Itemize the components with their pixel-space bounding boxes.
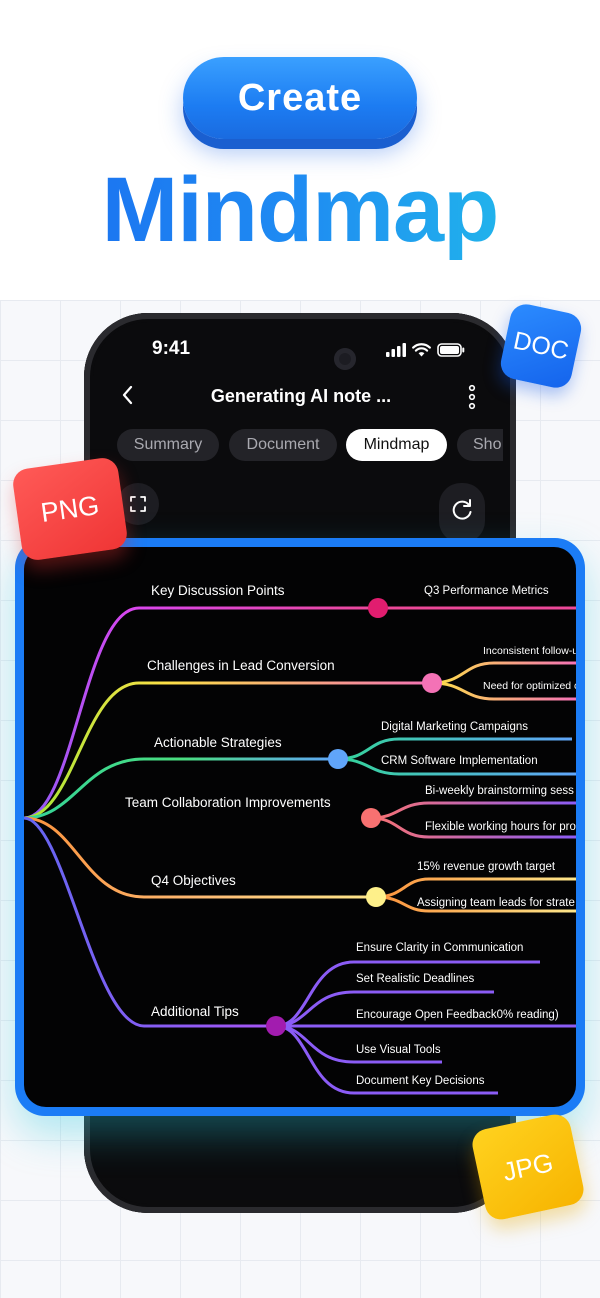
mindmap-canvas[interactable]: Key Discussion Points Challenges in Lead… <box>24 547 576 1107</box>
mindmap-branch-label: Key Discussion Points <box>151 583 285 598</box>
tab-bar: Summary Document Mindmap Sho <box>117 429 503 463</box>
mindmap-leaf-label: Document Key Decisions <box>356 1075 485 1087</box>
tab-document[interactable]: Document <box>229 429 337 461</box>
mindmap-branch-label: Additional Tips <box>151 1004 239 1019</box>
wifi-icon <box>412 343 431 357</box>
tab-summary[interactable]: Summary <box>117 429 219 461</box>
mindmap-lines <box>24 598 576 1095</box>
mindmap-leaf-label: Inconsistent follow-u <box>483 645 576 657</box>
refresh-icon <box>452 499 472 520</box>
mindmap-branch-label: Challenges in Lead Conversion <box>147 658 335 673</box>
mindmap-leaf-label: Flexible working hours for pro <box>425 821 576 833</box>
nav-title: Generating AI note ... <box>210 386 392 406</box>
tab-mindmap[interactable]: Mindmap <box>346 429 447 461</box>
more-button[interactable] <box>464 384 480 410</box>
mindmap-leaf-label: Ensure Clarity in Communication <box>356 942 524 954</box>
fullscreen-icon <box>130 496 146 512</box>
mindmap-branch-label: Q4 Objectives <box>151 873 236 888</box>
chevron-left-icon <box>122 385 133 405</box>
more-vertical-icon <box>468 384 476 410</box>
hero-headline: Mindmap <box>0 158 600 263</box>
signal-icon <box>386 343 406 357</box>
mindmap-leaf-label: Bi-weekly brainstorming sess <box>425 785 574 797</box>
mindmap-leaf-label: 15% revenue growth target <box>417 861 556 873</box>
mindmap-leaf-label: Digital Marketing Campaigns <box>381 721 529 733</box>
mindmap-leaf-label: Need for optimized c <box>483 680 576 692</box>
header-background <box>0 0 600 300</box>
refresh-button[interactable] <box>439 483 485 543</box>
mindmap-branch-label: Actionable Strategies <box>154 735 282 750</box>
mindmap-leaf-label: Q3 Performance Metrics <box>424 585 549 597</box>
battery-icon <box>437 343 465 357</box>
create-button[interactable]: Create <box>183 57 417 139</box>
png-badge: PNG <box>11 456 129 562</box>
mindmap-leaf-label: Encourage Open Feedback0% reading) <box>356 1009 559 1021</box>
jpg-badge: JPG <box>469 1111 587 1223</box>
doc-badge: DOC <box>497 301 585 391</box>
camera-icon <box>334 348 356 370</box>
tab-shorts[interactable]: Sho <box>457 429 503 461</box>
mindmap-leaf-label: Set Realistic Deadlines <box>356 973 475 985</box>
mindmap-leaf-label: Assigning team leads for strate <box>417 897 575 909</box>
mindmap-branch-label: Team Collaboration Improvements <box>125 795 331 810</box>
mindmap-leaf-label: Use Visual Tools <box>356 1044 441 1056</box>
mindmap-leaf-label: CRM Software Implementation <box>381 755 538 767</box>
mindmap-card: Key Discussion Points Challenges in Lead… <box>15 538 585 1116</box>
status-icons <box>386 341 465 359</box>
back-button[interactable] <box>120 384 134 412</box>
status-time: 9:41 <box>152 338 191 359</box>
